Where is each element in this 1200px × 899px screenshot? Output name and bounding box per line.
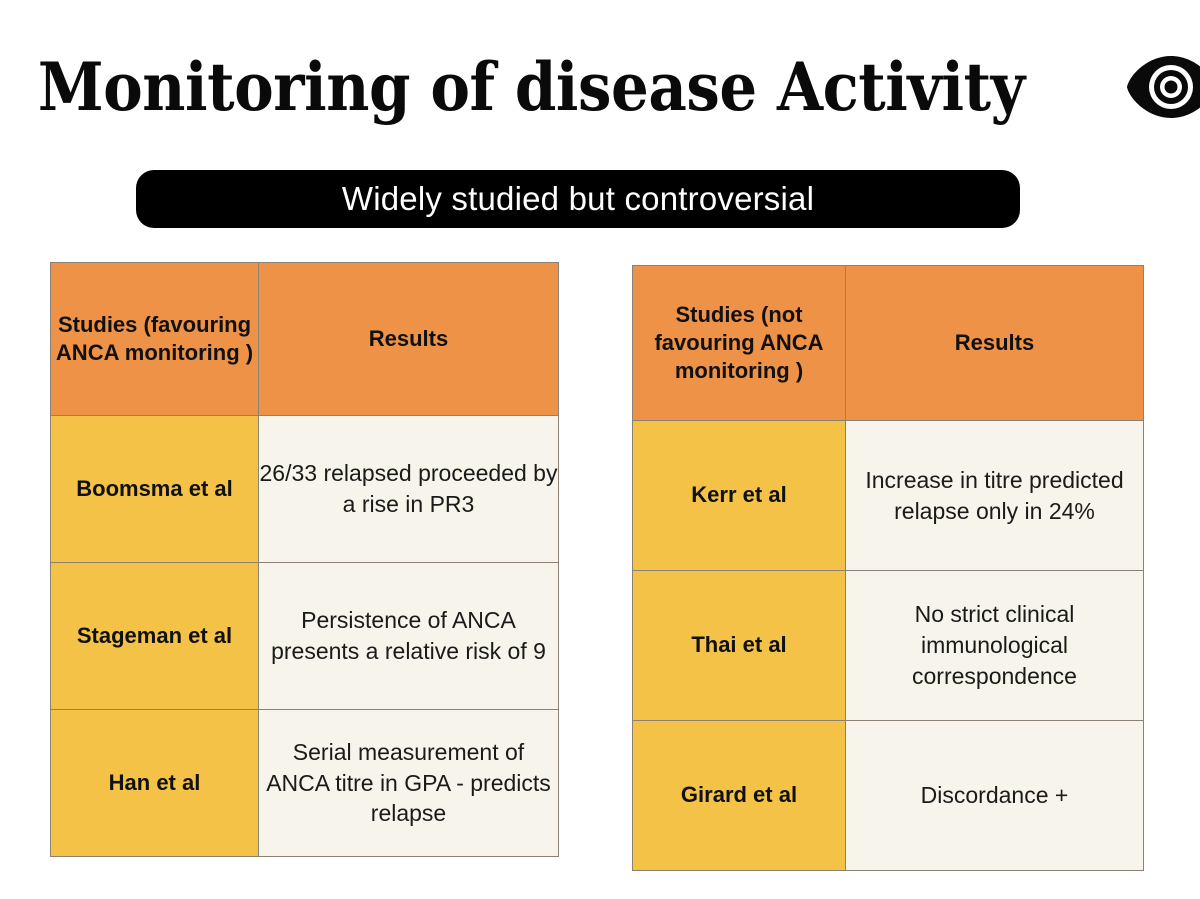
table-row: Thai et al No strict clinical immunologi… <box>632 570 1144 721</box>
table-row: Girard et al Discordance + <box>632 720 1144 871</box>
cell-result: Persistence of ANCA presents a relative … <box>258 562 559 710</box>
page-header: Monitoring of disease Activity <box>0 42 1200 132</box>
table-studies-not-favouring: Studies (not favouring ANCA monitoring )… <box>632 265 1144 871</box>
cell-study-name: Han et al <box>50 709 259 857</box>
cell-result: No strict clinical immunological corresp… <box>845 570 1144 721</box>
subtitle-banner: Widely studied but controversial <box>136 170 1020 228</box>
cell-study-name: Thai et al <box>632 570 846 721</box>
table-row: Kerr et al Increase in titre predicted r… <box>632 420 1144 571</box>
table-studies-favouring: Studies (favouring ANCA monitoring ) Res… <box>50 262 559 857</box>
eye-icon <box>1127 56 1200 118</box>
cell-result: Serial measurement of ANCA titre in GPA … <box>258 709 559 857</box>
column-header-results: Results <box>845 265 1144 421</box>
table-row: Han et al Serial measurement of ANCA tit… <box>50 709 559 857</box>
cell-study-name: Kerr et al <box>632 420 846 571</box>
table-row: Boomsma et al 26/33 relapsed proceeded b… <box>50 415 559 563</box>
subtitle-text: Widely studied but controversial <box>341 180 815 217</box>
cell-result: 26/33 relapsed proceeded by a rise in PR… <box>258 415 559 563</box>
cell-study-name: Boomsma et al <box>50 415 259 563</box>
cell-result: Increase in titre predicted relapse only… <box>845 420 1144 571</box>
column-header-studies: Studies (favouring ANCA monitoring ) <box>50 262 259 416</box>
table-header-row: Studies (favouring ANCA monitoring ) Res… <box>50 262 559 416</box>
cell-study-name: Girard et al <box>632 720 846 871</box>
page-title: Monitoring of disease Activity <box>37 48 1025 126</box>
column-header-studies: Studies (not favouring ANCA monitoring ) <box>632 265 846 421</box>
table-header-row: Studies (not favouring ANCA monitoring )… <box>632 265 1144 421</box>
column-header-results: Results <box>258 262 559 416</box>
cell-result: Discordance + <box>845 720 1144 871</box>
cell-study-name: Stageman et al <box>50 562 259 710</box>
table-row: Stageman et al Persistence of ANCA prese… <box>50 562 559 710</box>
